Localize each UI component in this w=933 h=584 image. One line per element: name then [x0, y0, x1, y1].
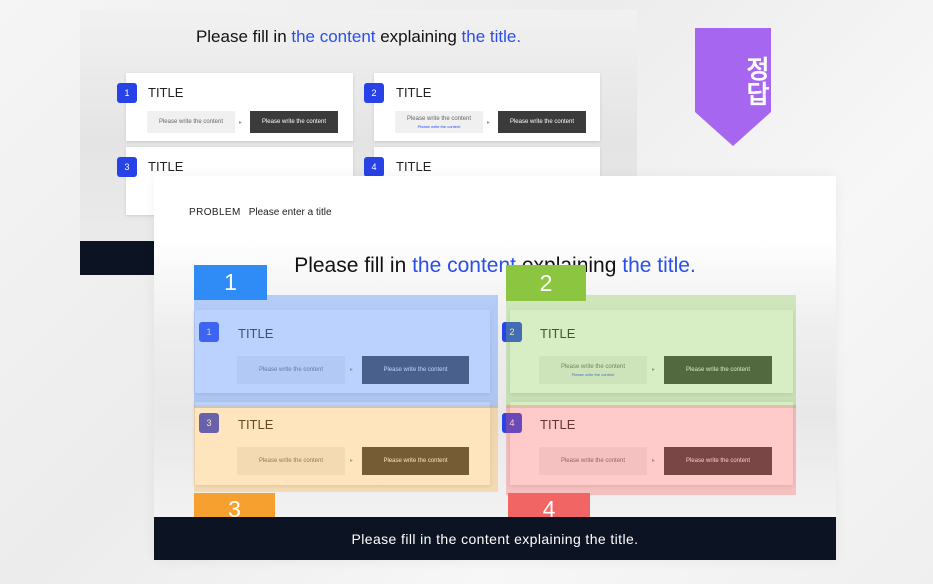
ribbon-shape [695, 28, 771, 146]
fg-headline-part1: Please fill in [294, 254, 413, 277]
fg-card-2-title: TITLE [540, 326, 576, 341]
fg-card-3-dark-text: Please write the content [383, 458, 448, 464]
arrow-icon: ▸ [652, 458, 656, 464]
bg-card-1-content-text: Please write the content [158, 119, 224, 125]
region-tag-1: 1 [194, 265, 267, 300]
problem-label: PROBLEM [189, 207, 241, 218]
fg-card-3-content-text: Please write the content [258, 458, 324, 464]
fg-card-1-dark-text: Please write the content [383, 367, 448, 373]
arrow-icon: ▸ [350, 367, 354, 373]
answer-ribbon: 정답 [695, 28, 771, 148]
bg-headline-part1: Please fill in [195, 27, 292, 46]
fg-card-4-number: 4 [502, 413, 522, 433]
fg-card-1-dark-box: Please write the content [362, 356, 469, 384]
fg-slide-body: PROBLEM Please enter a title Please fill … [154, 176, 836, 526]
fg-card-3-title: TITLE [238, 417, 274, 432]
fg-card-2-subtext: Please write the content [571, 371, 615, 377]
bg-card-4-title: TITLE [396, 159, 432, 174]
fg-card-1-content-text: Please write the content [258, 367, 324, 373]
fg-card-2-number: 2 [502, 322, 522, 342]
bg-headline: Please fill in the content explaining th… [80, 27, 637, 47]
bg-card-1-number: 1 [117, 83, 137, 103]
footer-text: Please fill in the content explaining th… [351, 530, 639, 547]
bg-footer-bar [80, 241, 160, 275]
fg-card-3-content: Please write the content [237, 447, 345, 475]
bg-headline-part2: explaining [375, 27, 462, 46]
arrow-icon: ▸ [239, 120, 243, 126]
fg-card-1-title: TITLE [238, 326, 274, 341]
bg-card-2-dark-box: Please write the content [498, 111, 586, 133]
fg-card-2-dark-box: Please write the content [664, 356, 772, 384]
fg-card-2-content-text: Please write the content [560, 363, 626, 370]
bg-card-2-number: 2 [364, 83, 384, 103]
bg-card-3-title: TITLE [148, 159, 184, 174]
problem-header: PROBLEM Please enter a title [189, 207, 332, 218]
fg-card-4-dark-text: Please write the content [685, 458, 751, 464]
bg-card-2-subtext: Please write the content [417, 123, 461, 129]
fg-card-4-content: Please write the content [539, 447, 647, 475]
overlay-region-2 [506, 295, 796, 408]
bg-card-1-dark-text: Please write the content [261, 119, 327, 125]
fg-card-2-dark-text: Please write the content [685, 367, 751, 373]
bg-card-3-number: 3 [117, 157, 137, 177]
arrow-icon: ▸ [652, 367, 656, 373]
arrow-icon: ▸ [487, 120, 491, 126]
ribbon-label: 정답 [742, 56, 771, 106]
bg-card-1-title: TITLE [148, 85, 184, 100]
overlay-region-3 [194, 405, 498, 492]
bg-headline-accent2: the title. [461, 27, 522, 46]
fg-card-4-content-text: Please write the content [560, 458, 626, 464]
fg-headline-accent1: the content [412, 254, 516, 277]
overlay-region-4 [506, 405, 796, 495]
fg-card-3-number: 3 [199, 413, 219, 433]
bg-card-1-dark-box: Please write the content [250, 111, 338, 133]
fg-footer: Please fill in the content explaining th… [154, 517, 836, 560]
background-slide: Please fill in the content explaining th… [80, 10, 637, 275]
bg-card-2-dark-text: Please write the content [509, 119, 575, 125]
arrow-icon: ▸ [350, 458, 354, 464]
fg-card-1-content: Please write the content [237, 356, 345, 384]
bg-card-2-title: TITLE [396, 85, 432, 100]
bg-headline-accent1: the content [291, 27, 376, 46]
fg-card-4-title: TITLE [540, 417, 576, 432]
overlay-region-1 [194, 295, 498, 408]
fg-headline-accent2: the title. [622, 254, 696, 277]
fg-card-4-dark-box: Please write the content [664, 447, 772, 475]
bg-card-1-content: Please write the content [147, 111, 235, 133]
foreground-slide: PROBLEM Please enter a title Please fill … [154, 176, 836, 560]
problem-title: Please enter a title [248, 207, 332, 218]
region-tag-2: 2 [506, 265, 586, 301]
fg-card-3-dark-box: Please write the content [362, 447, 469, 475]
fg-card-1-number: 1 [199, 322, 219, 342]
bg-card-4-number: 4 [364, 157, 384, 177]
bg-card-2-content-text: Please write the content [406, 115, 472, 122]
